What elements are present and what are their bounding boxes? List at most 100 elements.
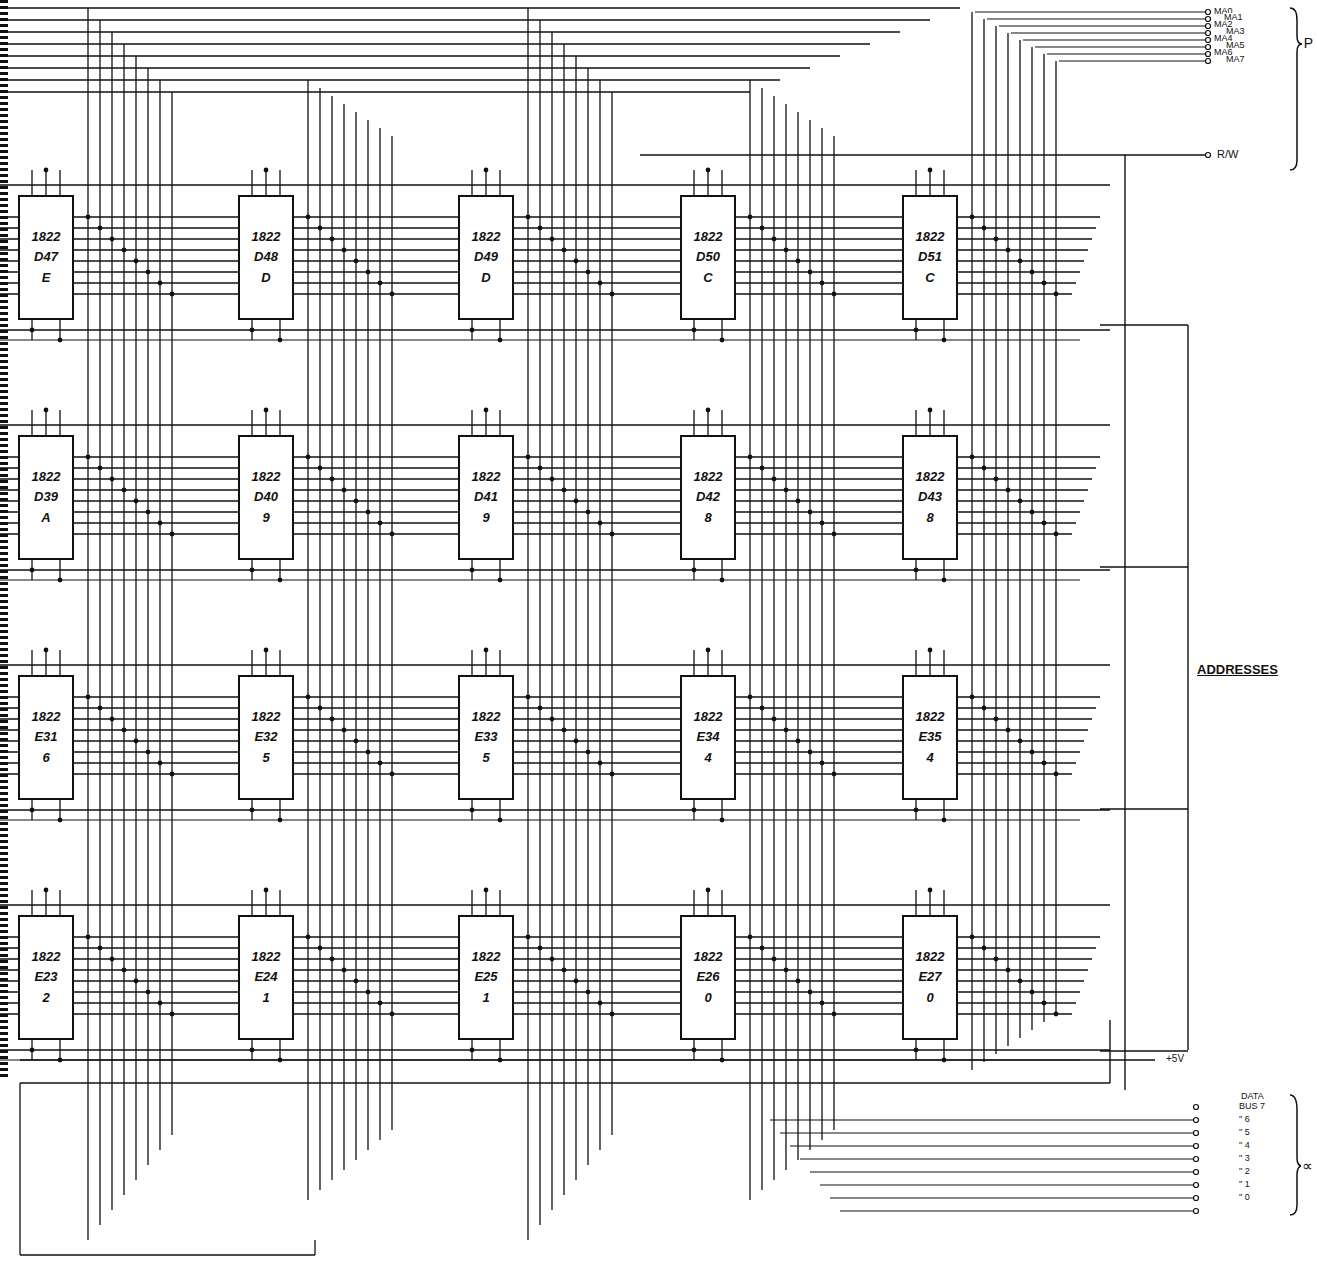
junction-dot bbox=[928, 168, 933, 173]
wire bbox=[499, 1040, 500, 1060]
wire bbox=[99, 20, 100, 1225]
part-number: 1822 bbox=[916, 950, 945, 964]
junction-dot bbox=[720, 1058, 725, 1063]
junction-dot bbox=[784, 488, 789, 493]
junction-dot bbox=[610, 772, 615, 777]
junction-dot bbox=[264, 408, 269, 413]
wire bbox=[810, 1171, 1193, 1172]
part-number: 1822 bbox=[32, 950, 61, 964]
bank-digit: 1 bbox=[262, 991, 269, 1005]
wire bbox=[785, 104, 786, 1170]
junction-dot bbox=[58, 818, 63, 823]
wire bbox=[800, 1158, 1193, 1159]
wire bbox=[773, 96, 774, 1180]
wire bbox=[693, 170, 694, 195]
ram-chip: 1822D39A bbox=[18, 435, 74, 560]
wire bbox=[471, 650, 472, 675]
junction-dot bbox=[772, 237, 777, 242]
junction-dot bbox=[44, 168, 49, 173]
junction-dot bbox=[264, 168, 269, 173]
wire bbox=[499, 410, 500, 435]
wire bbox=[721, 890, 722, 915]
junction-dot bbox=[1030, 750, 1035, 755]
wire bbox=[929, 890, 930, 915]
ram-chip: 1822D419 bbox=[458, 435, 514, 560]
terminal bbox=[1194, 1170, 1199, 1175]
junction-dot bbox=[574, 499, 579, 504]
junction-dot bbox=[1006, 728, 1011, 733]
wire bbox=[485, 410, 486, 435]
part-number: 1822 bbox=[472, 470, 501, 484]
junction-dot bbox=[86, 455, 91, 460]
junction-dot bbox=[278, 578, 283, 583]
junction-dot bbox=[720, 578, 725, 583]
junction-dot bbox=[586, 750, 591, 755]
wire bbox=[331, 96, 332, 1180]
bank-digit: 0 bbox=[704, 991, 711, 1005]
junction-dot bbox=[134, 739, 139, 744]
bank-digit: 8 bbox=[704, 511, 711, 525]
junction-dot bbox=[470, 808, 475, 813]
wire bbox=[45, 170, 46, 195]
wire bbox=[1100, 808, 1188, 809]
junction-dot bbox=[914, 328, 919, 333]
wire bbox=[31, 170, 32, 195]
junction-dot bbox=[610, 1012, 615, 1017]
wire bbox=[59, 1040, 60, 1060]
junction-dot bbox=[306, 215, 311, 220]
wire bbox=[527, 8, 528, 1240]
wire bbox=[159, 80, 160, 1150]
wire bbox=[943, 890, 944, 915]
junction-dot bbox=[330, 957, 335, 962]
junction-dot bbox=[1018, 499, 1023, 504]
junction-dot bbox=[706, 408, 711, 413]
wire bbox=[999, 25, 1205, 26]
junction-dot bbox=[342, 728, 347, 733]
junction-dot bbox=[1018, 979, 1023, 984]
junction-dot bbox=[772, 717, 777, 722]
wire bbox=[265, 890, 266, 915]
wire bbox=[707, 170, 708, 195]
wire bbox=[59, 650, 60, 675]
label: BUS 7 bbox=[1238, 1102, 1266, 1111]
junction-dot bbox=[994, 957, 999, 962]
bank-digit: A bbox=[41, 511, 50, 525]
junction-dot bbox=[820, 1001, 825, 1006]
junction-dot bbox=[562, 728, 567, 733]
ram-chip: 1822E325 bbox=[238, 675, 294, 800]
wire bbox=[599, 80, 600, 1150]
junction-dot bbox=[562, 968, 567, 973]
junction-dot bbox=[44, 648, 49, 653]
wire bbox=[251, 650, 252, 675]
junction-dot bbox=[134, 259, 139, 264]
wire bbox=[833, 136, 834, 1130]
junction-dot bbox=[58, 1058, 63, 1063]
wire bbox=[471, 890, 472, 915]
junction-dot bbox=[110, 237, 115, 242]
junction-dot bbox=[562, 488, 567, 493]
junction-dot bbox=[832, 1012, 837, 1017]
signal-name: R/W bbox=[1216, 149, 1239, 160]
wire bbox=[943, 410, 944, 435]
chip-designator: D47 bbox=[34, 250, 58, 264]
wire bbox=[707, 410, 708, 435]
junction-dot bbox=[550, 717, 555, 722]
junction-dot bbox=[784, 248, 789, 253]
wire bbox=[319, 88, 320, 1190]
wire bbox=[485, 650, 486, 675]
terminal bbox=[1194, 1196, 1199, 1201]
junction-dot bbox=[134, 979, 139, 984]
junction-dot bbox=[706, 888, 711, 893]
wire bbox=[721, 650, 722, 675]
bank-digit: 0 bbox=[926, 991, 933, 1005]
chip-designator: E24 bbox=[254, 970, 277, 984]
label: DATA bbox=[1240, 1092, 1265, 1101]
wire bbox=[587, 68, 588, 1165]
part-number: 1822 bbox=[472, 230, 501, 244]
ram-chip: 1822E354 bbox=[902, 675, 958, 800]
junction-dot bbox=[378, 761, 383, 766]
wire bbox=[721, 410, 722, 435]
part-number: 1822 bbox=[916, 230, 945, 244]
junction-dot bbox=[720, 338, 725, 343]
part-number: 1822 bbox=[472, 950, 501, 964]
